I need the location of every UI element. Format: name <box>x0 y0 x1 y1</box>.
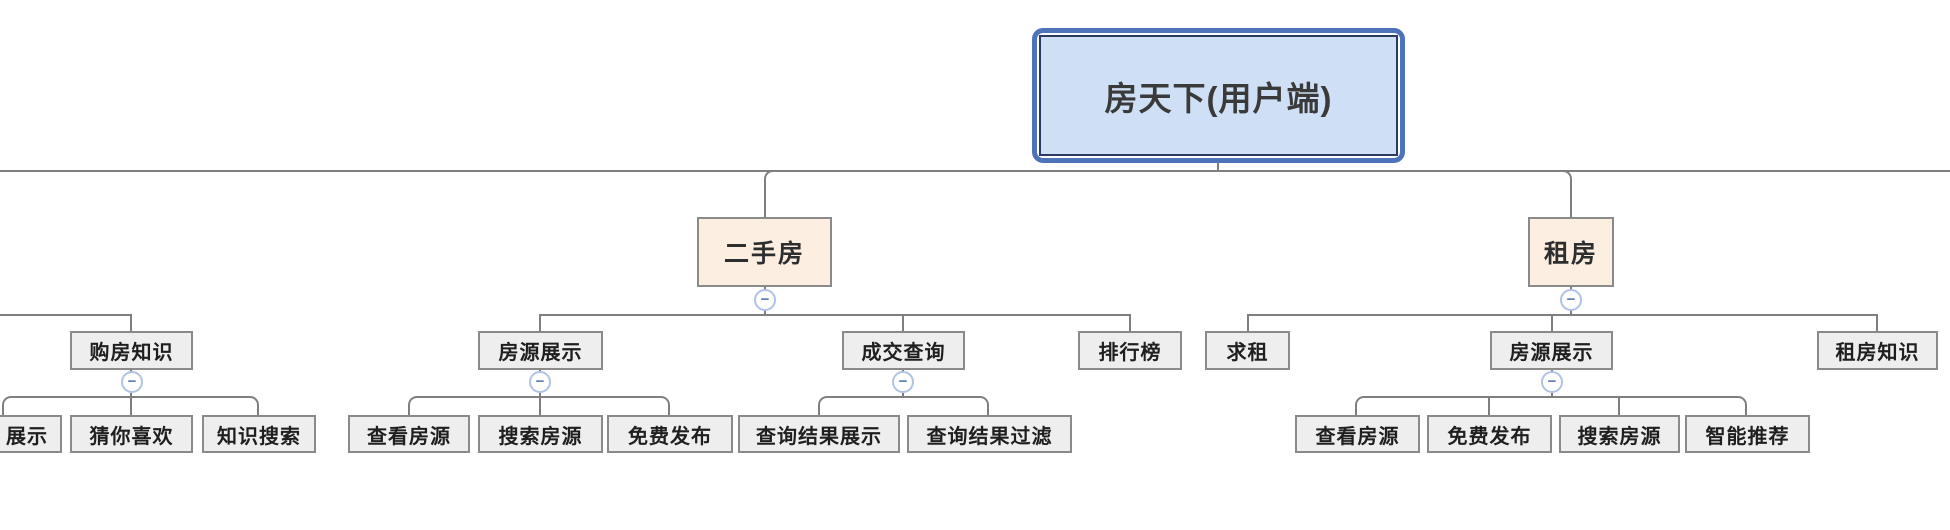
connector-line <box>1570 178 1572 217</box>
minus-icon: − <box>898 373 908 390</box>
connector-elbow <box>1738 396 1747 405</box>
connector-line <box>539 314 541 331</box>
leaf-view-listings-rental[interactable]: 查看房源 <box>1295 415 1420 453</box>
minus-icon: − <box>760 291 770 308</box>
branch-secondhand-house[interactable]: 二手房 <box>697 217 832 287</box>
connector-line <box>764 178 766 217</box>
node-listing-display-secondhand[interactable]: 房源展示 <box>478 331 603 370</box>
connector-elbow <box>1563 170 1572 179</box>
connector-elbow <box>1355 396 1364 405</box>
connector-elbow <box>250 396 259 405</box>
connector-rail <box>539 314 1131 316</box>
leaf-display-cutoff[interactable]: 展示 <box>0 415 62 453</box>
connector-top-rail <box>0 170 1950 172</box>
connector-rail <box>1247 314 1878 316</box>
connector-line <box>1488 398 1490 415</box>
connector-line <box>1247 314 1249 331</box>
connector-line <box>257 404 259 415</box>
connector-line <box>987 404 989 415</box>
connector-elbow <box>764 170 773 179</box>
collapse-button-listing-display-secondhand[interactable]: − <box>529 371 551 393</box>
connector-rail <box>1364 396 1738 398</box>
connector-line <box>764 310 766 316</box>
collapse-button-listing-display-rental[interactable]: − <box>1541 371 1563 393</box>
connector-line <box>1355 404 1357 415</box>
leaf-query-result-filter[interactable]: 查询结果过滤 <box>907 415 1072 453</box>
node-buying-knowledge[interactable]: 购房知识 <box>70 331 193 370</box>
node-listing-display-rental[interactable]: 房源展示 <box>1490 331 1613 370</box>
connector-line <box>1618 398 1620 415</box>
connector-root-stub <box>1217 163 1219 171</box>
connector-line <box>130 314 132 331</box>
leaf-smart-recommend[interactable]: 智能推荐 <box>1685 415 1810 453</box>
connector-line <box>2 404 4 415</box>
leaf-free-post-secondhand[interactable]: 免费发布 <box>607 415 733 453</box>
connector-line <box>902 393 904 397</box>
connector-line <box>539 393 541 415</box>
connector-rail <box>417 396 661 398</box>
connector-line <box>902 314 904 331</box>
leaf-search-listings-rental[interactable]: 搜索房源 <box>1559 415 1680 453</box>
root-node[interactable]: 房天下(用户端) <box>1032 28 1405 163</box>
connector-line <box>818 404 820 415</box>
leaf-view-listings-secondhand[interactable]: 查看房源 <box>348 415 470 453</box>
connector-elbow <box>2 396 11 405</box>
connector-elbow <box>980 396 989 405</box>
collapse-button-buying-knowledge[interactable]: − <box>121 371 143 393</box>
leaf-query-result-display[interactable]: 查询结果展示 <box>738 415 900 453</box>
root-node-label: 房天下(用户端) <box>1039 35 1398 156</box>
connector-line <box>1129 314 1131 331</box>
collapse-button-rental[interactable]: − <box>1560 289 1582 311</box>
branch-rental-house[interactable]: 租房 <box>1528 217 1614 287</box>
connector-line <box>408 404 410 415</box>
collapse-button-secondhand[interactable]: − <box>754 289 776 311</box>
connector-line <box>1551 393 1553 397</box>
connector-line <box>668 404 670 415</box>
connector-rail <box>0 314 132 316</box>
node-deal-query[interactable]: 成交查询 <box>842 331 965 370</box>
connector-elbow <box>661 396 670 405</box>
connector-line <box>1745 404 1747 415</box>
leaf-search-listings-secondhand[interactable]: 搜索房源 <box>478 415 603 453</box>
leaf-knowledge-search[interactable]: 知识搜索 <box>202 415 316 453</box>
connector-rail <box>827 396 980 398</box>
minus-icon: − <box>127 373 137 390</box>
minus-icon: − <box>1547 373 1557 390</box>
connector-line <box>1570 310 1572 316</box>
connector-line <box>1876 314 1878 331</box>
connector-elbow <box>408 396 417 405</box>
leaf-free-post-rental[interactable]: 免费发布 <box>1427 415 1552 453</box>
connector-line <box>130 393 132 415</box>
node-ranking[interactable]: 排行榜 <box>1078 331 1182 370</box>
collapse-button-deal-query[interactable]: − <box>892 371 914 393</box>
minus-icon: − <box>535 373 545 390</box>
leaf-guess-you-like[interactable]: 猜你喜欢 <box>70 415 193 453</box>
connector-rail <box>11 396 250 398</box>
connector-line <box>1551 314 1553 331</box>
minus-icon: − <box>1566 291 1576 308</box>
node-rental-knowledge[interactable]: 租房知识 <box>1817 331 1938 370</box>
connector-elbow <box>818 396 827 405</box>
node-seek-rent[interactable]: 求租 <box>1205 331 1290 370</box>
